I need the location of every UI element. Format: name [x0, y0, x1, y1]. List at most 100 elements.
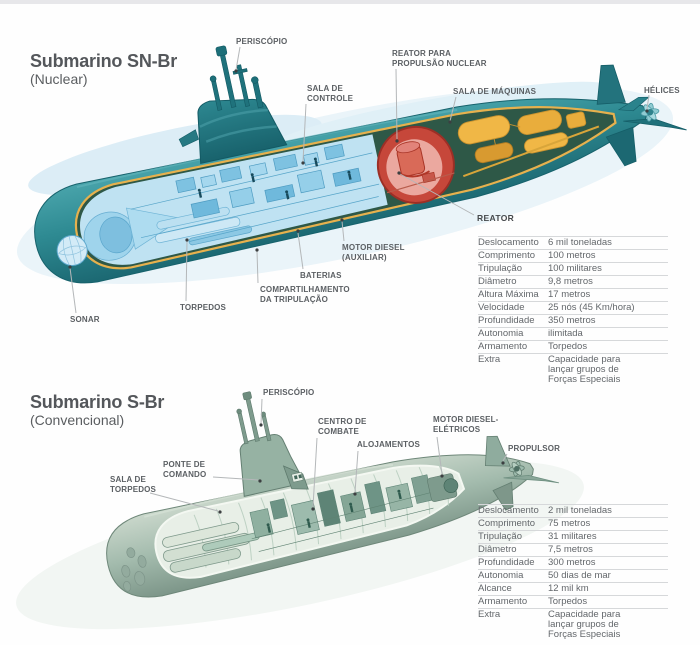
callout-alojamentos: ALOJAMENTOS	[357, 440, 420, 449]
leader-helices	[646, 94, 650, 110]
spec-value: 12 mil km	[548, 583, 589, 594]
leader-sala-de-controle	[302, 103, 307, 163]
periscope-masts	[236, 391, 272, 445]
conventional-subtitle: (Convencional)	[30, 412, 125, 428]
spec-value: 75 metros	[548, 518, 591, 529]
leader-reator	[399, 173, 475, 216]
crew-figures	[197, 157, 352, 200]
spec-row: Profundidade 350 metros	[478, 315, 668, 328]
leader-lines	[69, 46, 650, 512]
spec-value: 100 metros	[548, 250, 596, 261]
nuclear-title: Submarino SN-Br	[30, 51, 178, 71]
spec-label: Profundidade	[478, 557, 535, 568]
spec-row: Diâmetro 9,8 metros	[478, 276, 668, 289]
spec-label: Comprimento	[478, 250, 536, 261]
nuclear-sail	[178, 45, 288, 164]
leader-periscopio-1	[235, 46, 241, 71]
spec-value: 50 dias de mar	[548, 570, 611, 581]
spec-row: Autonomia 50 dias de mar	[478, 570, 668, 583]
spec-value: Capacidade para lançar grupos de Forças …	[548, 609, 621, 640]
nuclear-spec-table: Deslocamento 6 mil toneladas Comprimento 1…	[478, 236, 668, 386]
spec-label: Autonomia	[478, 328, 524, 339]
callout-compartilhamento: COMPARTILHAMENTO DA TRIPULAÇÃO	[260, 285, 350, 304]
leader-torpedos	[185, 240, 188, 302]
spec-row: Alcance 12 mil km	[478, 583, 668, 596]
forward-machinery	[83, 143, 380, 261]
spec-label: Alcance	[478, 583, 512, 594]
callout-sala-de-torpedos: SALA DE TORPEDOS	[110, 475, 157, 494]
spec-value: 2 mil toneladas	[548, 505, 612, 516]
leader-sala-de-maquinas	[449, 96, 457, 122]
leader-propulsor	[502, 453, 508, 462]
leader-motor-diesel	[341, 220, 345, 242]
spec-label: Autonomia	[478, 570, 524, 581]
spec-row: Comprimento 75 metros	[478, 518, 668, 531]
nuclear-submarine	[34, 45, 687, 284]
spec-label: Deslocamento	[478, 505, 539, 516]
spec-value: 9,8 metros	[548, 276, 593, 287]
spec-label: Diâmetro	[478, 276, 517, 287]
spec-value: 350 metros	[548, 315, 596, 326]
spec-row: Comprimento 100 metros	[478, 250, 668, 263]
conventional-spec-table: Deslocamento 2 mil toneladas Comprimento 7…	[478, 504, 668, 641]
conventional-submarine	[106, 391, 560, 598]
leader-centro-de-combate	[312, 437, 318, 508]
spec-value: 6 mil toneladas	[548, 237, 612, 248]
spec-value: ilimitada	[548, 328, 583, 339]
spec-label: Armamento	[478, 341, 528, 352]
spec-label: Altura Máxima	[478, 289, 539, 300]
leader-ponte-de-comando	[212, 476, 259, 481]
callout-torpedos: TORPEDOS	[180, 303, 227, 312]
nuclear-title-block: Submarino SN-Br (Nuclear)	[30, 51, 177, 87]
spec-row: Extra Capacidade para lançar grupos de Fo…	[478, 609, 668, 641]
callout-sala-de-controle: SALA DE CONTROLE	[307, 84, 354, 103]
spec-label: Tripulação	[478, 531, 523, 542]
leader-alojamentos	[354, 450, 359, 493]
leader-compartilhamento	[256, 250, 259, 284]
callout-propulsor: PROPULSOR	[508, 444, 561, 453]
leader-sala-de-torpedos	[149, 492, 219, 512]
leader-baterias	[297, 232, 304, 270]
callout-periscopio-nuclear: PERISCÓPIO	[236, 37, 288, 46]
spec-label: Diâmetro	[478, 544, 517, 555]
crew-figures	[266, 489, 402, 533]
spec-label: Armamento	[478, 596, 528, 607]
spec-label: Profundidade	[478, 315, 535, 326]
nuclear-subtitle: (Nuclear)	[30, 71, 88, 87]
callout-reator: REATOR	[477, 213, 515, 223]
conventional-stern-fins	[484, 435, 560, 511]
leader-dots	[68, 69, 649, 514]
conventional-sail	[236, 391, 309, 497]
spec-label: Velocidade	[478, 302, 525, 313]
callout-motor-diesel: MOTOR DIESEL (AUXILIAR)	[342, 243, 405, 262]
callout-centro-de-combate: CENTRO DE COMBATE	[318, 417, 367, 436]
spec-value: Capacidade para lançar grupos de Forças …	[548, 354, 621, 385]
propeller-icon	[640, 102, 660, 122]
spec-label: Comprimento	[478, 518, 536, 529]
spec-value: 7,5 metros	[548, 544, 593, 555]
spec-label: Extra	[478, 609, 501, 620]
sonar-sphere	[56, 234, 88, 266]
top-bar	[0, 0, 700, 4]
leader-reator-propulsao	[395, 68, 398, 140]
free-flood-holes	[121, 547, 147, 592]
spec-value: 100 militares	[548, 263, 602, 274]
callout-sala-de-maquinas: SALA DE MÁQUINAS	[453, 87, 537, 96]
spec-row: Deslocamento 2 mil toneladas	[478, 505, 668, 518]
spec-label: Deslocamento	[478, 237, 539, 248]
nuclear-stern-fins	[596, 64, 687, 167]
callout-sonar: SONAR	[70, 315, 100, 324]
interior-machinery	[249, 473, 459, 552]
spec-label: Extra	[478, 354, 501, 365]
spec-value: Torpedos	[548, 341, 588, 352]
spec-row: Velocidade 25 nós (45 Km/hora)	[478, 302, 668, 315]
leader-sonar	[69, 267, 77, 314]
callout-reator-propulsao: REATOR PARA PROPULSÃO NUCLEAR	[392, 49, 487, 68]
callout-motor-diesel-eletricos: MOTOR DIESEL- ELÉTRICOS	[433, 415, 499, 434]
spec-value: 25 nós (45 Km/hora)	[548, 302, 635, 313]
